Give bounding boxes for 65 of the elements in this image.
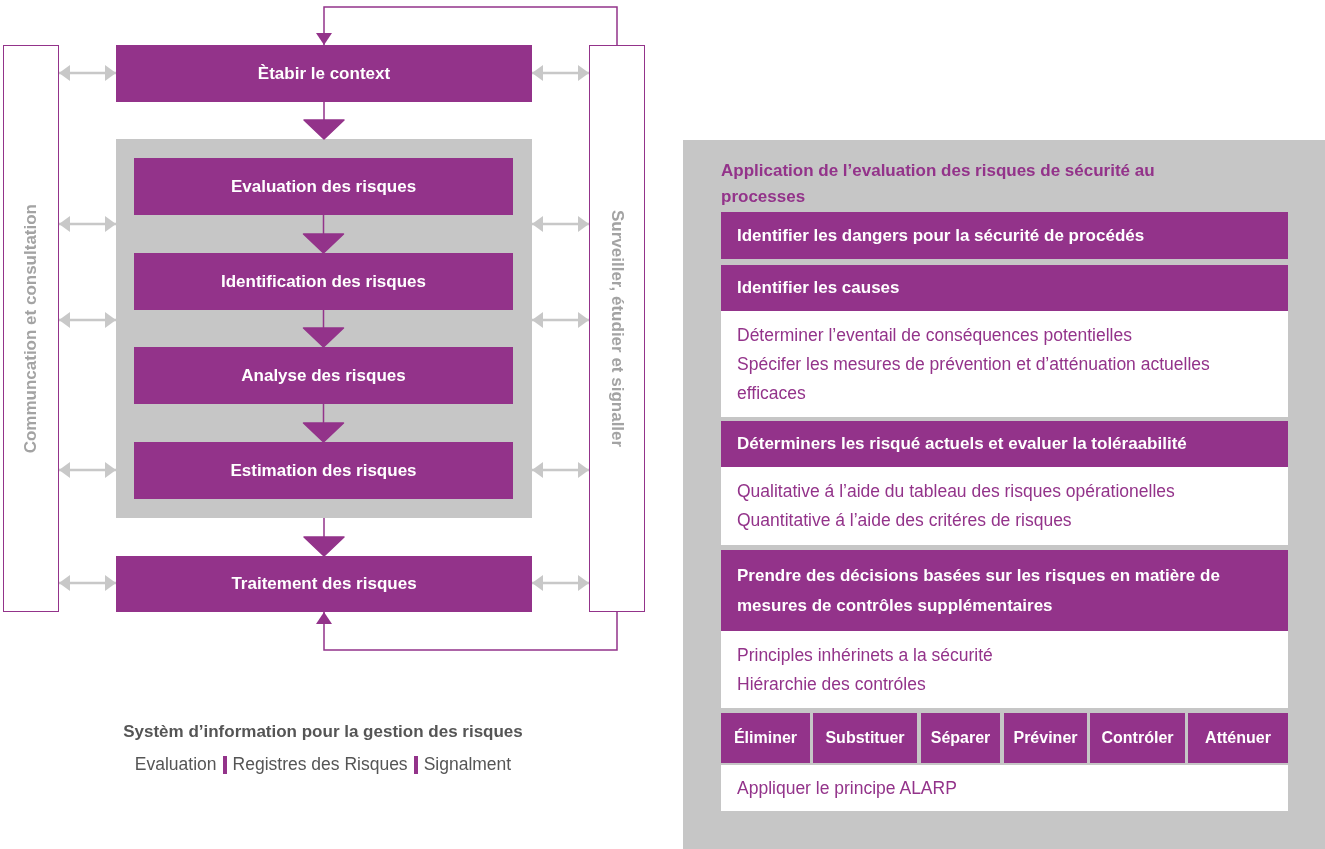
step-label: Contróler (1101, 729, 1174, 747)
system-heading: Systèm d’information pour la gestion des risques (122, 722, 524, 742)
flow-chevron (302, 214, 345, 254)
system-item: Evaluation (134, 754, 217, 775)
detail-box (721, 765, 1288, 811)
detail-text: Déterminer l’eventail de conséquences potentielles (737, 323, 1133, 347)
detail-box (721, 631, 1288, 708)
step-label: Evaluation des risques (230, 176, 417, 197)
flow-chevron (303, 101, 345, 140)
band-label: Surveiller, étudier et signaller (607, 209, 627, 448)
panel (683, 140, 1325, 849)
system-item: Signalment (423, 754, 512, 775)
detail-text: Quantitative á l’aide des critéres de risques (737, 509, 1073, 532)
double-arrow (532, 312, 589, 328)
step-label: Déterminers les risqué actuels et evaluer la toléraabilité (737, 433, 1188, 455)
system-item: Registres des Risques (232, 754, 408, 775)
step-label: Préviner (1013, 729, 1078, 747)
double-arrow (59, 575, 116, 591)
detail-text: Appliquer le principe ALARP (737, 776, 958, 800)
step-label: Identification des risques (221, 271, 426, 292)
detail-text: Hiérarchie des contróles (737, 672, 927, 696)
step-bar (721, 421, 1288, 467)
double-arrow (59, 462, 116, 478)
step-label: Traitement des risques (231, 574, 417, 594)
double-arrow (532, 65, 589, 81)
step-label: Identifier les causes (737, 277, 901, 299)
control-option (1188, 713, 1288, 763)
flow-chevron (302, 403, 345, 443)
step-label: Éliminer (733, 729, 798, 747)
feedback-arrow (316, 6, 618, 46)
double-arrow (532, 216, 589, 232)
step-label: Séparer (930, 729, 991, 747)
flow-chevron (303, 517, 345, 557)
step-bar (721, 550, 1288, 631)
step-label: Estimation des risques (230, 460, 417, 481)
control-option (1004, 713, 1087, 763)
double-arrow (532, 462, 589, 478)
step-label: Substituer (825, 729, 905, 747)
side-band (3, 45, 59, 612)
group-panel (116, 139, 532, 518)
double-arrow (59, 216, 116, 232)
step-bar (721, 265, 1288, 311)
detail-text: Qualitative á l’aide du tableau des risques opérationelles (737, 480, 1176, 503)
detail-box (721, 467, 1288, 545)
step-label: Ètabir le context (257, 63, 391, 84)
double-arrow (532, 575, 589, 591)
feedback-arrow (316, 611, 618, 651)
control-option (813, 713, 917, 763)
control-option (721, 713, 810, 763)
step-bar (721, 212, 1288, 259)
detail-text: Principles inhérinets a la sécurité (737, 643, 994, 667)
double-arrow (59, 312, 116, 328)
detail-text: Spécifer les mesures de prévention et d’atténuation actuelles efficaces (737, 352, 1211, 405)
double-arrow (59, 65, 116, 81)
control-option (921, 713, 1000, 763)
flow-chevron (302, 309, 345, 348)
side-band (589, 45, 645, 612)
detail-box (721, 311, 1288, 417)
step-label: Prendre des décisions basées sur les risques en matière de mesures de contrôles supplémentaires (737, 564, 1221, 617)
step-label: Identifier les dangers pour la sécurité de procédés (737, 224, 1146, 247)
step-label: Analyse des risques (241, 365, 406, 386)
control-option (1090, 713, 1185, 763)
step-label: Atténuer (1205, 729, 1271, 747)
band-label: Communcation et consultation (21, 203, 41, 454)
panel-heading: Application de l’evaluation des risques de sécurité au processes (721, 160, 1156, 208)
